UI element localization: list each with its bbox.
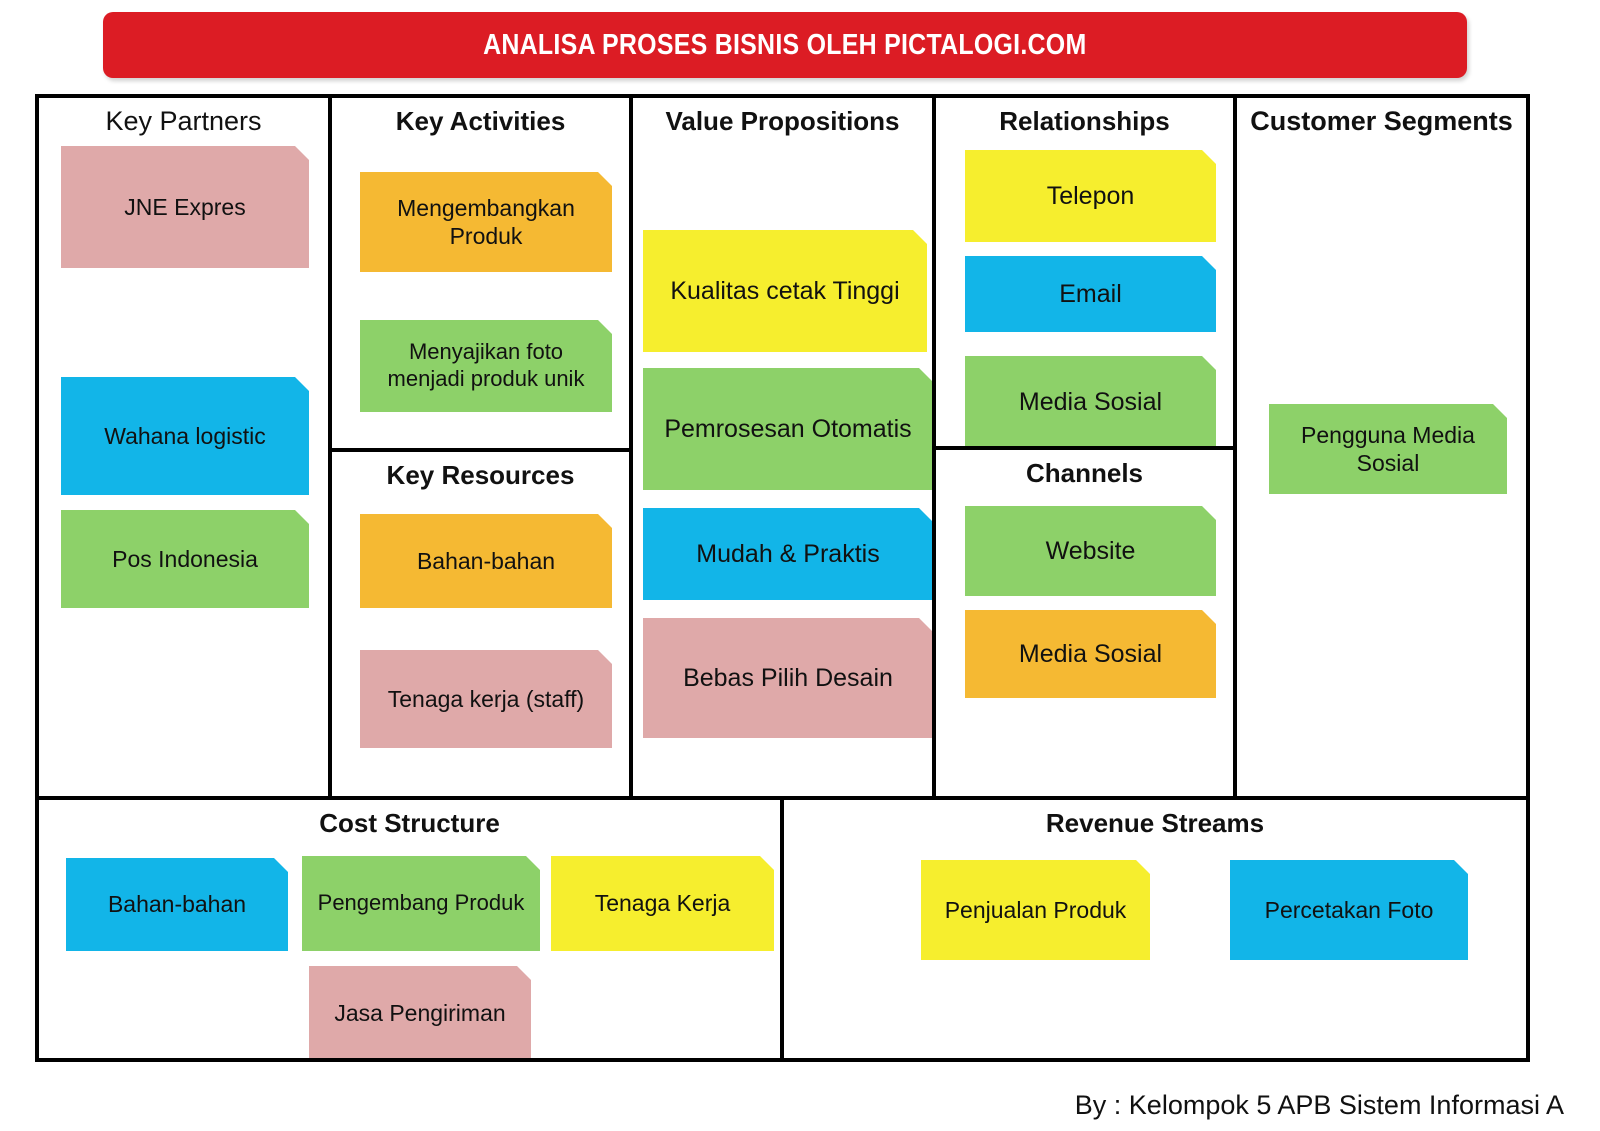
sticky-note-label: Menyajikan foto menjadi produk unik [387,339,585,391]
block-channels: Channels Website Media Sosial [932,446,1237,800]
sticky-note-label: Tenaga Kerja [594,890,731,917]
sticky-note-pemrosesan-otomatis[interactable]: Pemrosesan Otomatis [643,368,933,490]
sticky-note-media-sosial-channel[interactable]: Media Sosial [965,610,1216,698]
sticky-note-bahan-bahan-resource[interactable]: Bahan-bahan [360,514,612,608]
sticky-note-media-sosial-relationship[interactable]: Media Sosial [965,356,1216,448]
sticky-note-label: Mudah & Praktis [696,539,880,568]
sticky-note-jne-expres[interactable]: JNE Expres [61,146,309,268]
block-title-cost-structure: Cost Structure [319,808,500,838]
sticky-note-label: Kualitas cetak Tinggi [670,276,900,305]
sticky-note-label: Bahan-bahan [416,547,556,574]
sticky-note-label: Pemrosesan Otomatis [664,414,912,443]
sticky-note-pengembang-produk[interactable]: Pengembang Produk [302,856,540,951]
sticky-note-mengembangkan-produk[interactable]: Mengembangkan Produk [360,172,612,272]
sticky-note-label: Telepon [1046,181,1135,210]
sticky-note-penjualan-produk[interactable]: Penjualan Produk [921,860,1150,960]
sticky-note-wahana-logistic[interactable]: Wahana logistic [61,377,309,495]
sticky-note-label: Bahan-bahan [107,891,247,918]
page-title: ANALISA PROSES BISNIS OLEH PICTALOGI.COM [483,28,1087,61]
sticky-note-email[interactable]: Email [965,256,1216,332]
business-model-canvas: Key Partners JNE Expres Wahana logistic … [35,94,1530,1062]
sticky-note-label: Pengguna Media Sosial [1301,421,1475,476]
sticky-note-percetakan-foto[interactable]: Percetakan Foto [1230,860,1468,960]
sticky-note-label: Penjualan Produk [944,896,1127,923]
sticky-note-label: Tenaga kerja (staff) [387,685,585,712]
block-customer-segments: Customer Segments Pengguna Media Sosial [1233,94,1530,800]
sticky-note-label: Email [1059,279,1122,308]
block-title-key-partners: Key Partners [105,106,262,136]
sticky-note-tenaga-kerja-cost[interactable]: Tenaga Kerja [551,856,774,951]
block-title-value-propositions: Value Propositions [665,106,900,136]
sticky-note-telepon[interactable]: Telepon [965,150,1216,242]
sticky-note-menyajikan-foto[interactable]: Menyajikan foto menjadi produk unik [360,320,612,412]
block-title-relationships: Relationships [999,106,1170,136]
sticky-note-label: Percetakan Foto [1264,896,1434,923]
title-banner: ANALISA PROSES BISNIS OLEH PICTALOGI.COM [103,12,1467,78]
sticky-note-bebas-pilih-desain[interactable]: Bebas Pilih Desain [643,618,933,738]
sticky-note-kualitas-cetak-tinggi[interactable]: Kualitas cetak Tinggi [643,230,927,352]
sticky-note-tenaga-kerja-staff[interactable]: Tenaga kerja (staff) [360,650,612,748]
sticky-note-label: Media Sosial [1018,387,1163,416]
block-key-activities: Key Activities Mengembangkan Produk Meny… [328,94,633,452]
sticky-note-mudah-praktis[interactable]: Mudah & Praktis [643,508,933,600]
sticky-note-jasa-pengiriman[interactable]: Jasa Pengiriman [309,966,531,1061]
block-key-partners: Key Partners JNE Expres Wahana logistic … [35,94,332,800]
block-title-customer-segments: Customer Segments [1250,106,1513,136]
block-revenue-streams: Revenue Streams Penjualan Produk Perceta… [780,796,1530,1062]
block-key-resources: Key Resources Bahan-bahan Tenaga kerja (… [328,448,633,800]
sticky-note-pos-indonesia[interactable]: Pos Indonesia [61,510,309,608]
block-value-propositions: Value Propositions Kualitas cetak Tinggi… [629,94,936,800]
block-title-revenue-streams: Revenue Streams [1045,808,1265,838]
sticky-note-website[interactable]: Website [965,506,1216,596]
sticky-note-label: Pos Indonesia [112,545,258,572]
block-title-key-activities: Key Activities [395,106,566,136]
sticky-note-pengguna-media-sosial[interactable]: Pengguna Media Sosial [1269,404,1507,494]
sticky-note-bahan-bahan-cost[interactable]: Bahan-bahan [66,858,288,951]
sticky-note-label: Wahana logistic [104,422,266,449]
block-relationships: Relationships Telepon Email Media Sosial [932,94,1237,450]
block-title-channels: Channels [1025,458,1144,488]
sticky-note-label: Bebas Pilih Desain [683,663,893,692]
footer-credit: By : Kelompok 5 APB Sistem Informasi A [1074,1090,1564,1120]
block-cost-structure: Cost Structure Bahan-bahan Pengembang Pr… [35,796,784,1062]
sticky-note-label: Mengembangkan Produk [397,194,575,249]
sticky-note-label: Media Sosial [1018,639,1163,668]
sticky-note-label: Jasa Pengiriman [334,1000,506,1027]
sticky-note-label: Pengembang Produk [317,890,525,916]
sticky-note-label: JNE Expres [124,193,246,220]
sticky-note-label: Website [1045,536,1136,565]
block-title-key-resources: Key Resources [386,460,575,490]
